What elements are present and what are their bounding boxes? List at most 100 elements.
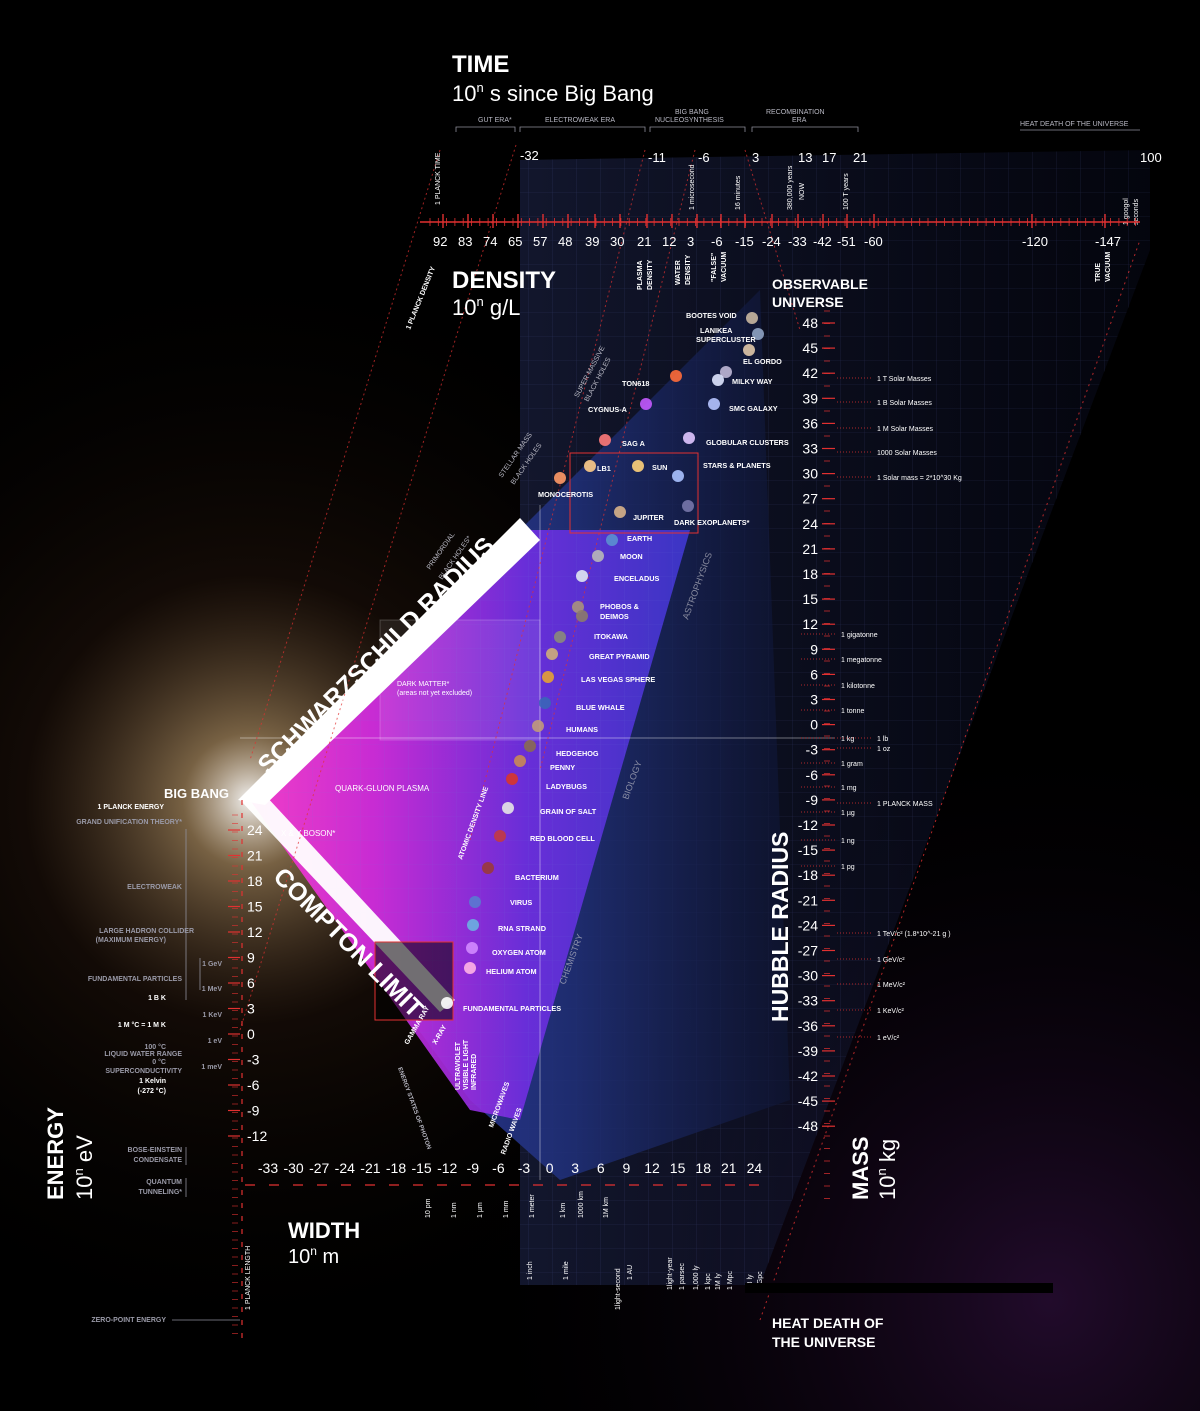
mass-scale-label: 1 B Solar Masses	[877, 400, 932, 407]
mass-tick-label: -24	[798, 917, 818, 933]
marker-now: NOW	[799, 183, 806, 201]
object-label: LANIKEA	[700, 326, 733, 335]
xy-boson-label: X & Y BOSON*	[281, 829, 335, 838]
density-tick-label: -24	[762, 234, 781, 249]
energy-scale-label: 1 MeV	[202, 986, 223, 993]
energy-scale-label: LIQUID WATER RANGE	[104, 1051, 182, 1058]
marker-water-density: DENSITY	[685, 254, 692, 285]
mass-tick-label: -6	[806, 767, 819, 783]
width-tick-label: -9	[467, 1160, 480, 1176]
energy-tick-label: -6	[247, 1077, 260, 1093]
object-marker	[532, 720, 544, 732]
object-marker	[743, 344, 755, 356]
width-tick-label: -27	[309, 1160, 329, 1176]
object-label: DEIMOS	[600, 612, 629, 621]
mass-tick-label: -18	[798, 867, 818, 883]
width-lower-marker: 1B ly	[747, 1274, 754, 1290]
mass-scale-label: 1 µg	[841, 810, 855, 817]
object-marker	[683, 432, 695, 444]
object-marker	[712, 374, 724, 386]
mass-tick-label: 33	[802, 441, 818, 457]
energy-scale-label: QUANTUM	[146, 1179, 182, 1186]
energy-scale-label: 1 PLANCK ENERGY	[97, 804, 164, 811]
mass-scale-label: 1 megatonne	[841, 657, 882, 664]
mass-tick-label: 24	[802, 516, 818, 532]
mass-scale-label: 1 mg	[841, 785, 857, 792]
width-title: WIDTH	[288, 1218, 360, 1243]
mass-scale-label: 1 gram	[841, 761, 863, 768]
mass-scale-label: 1 ng	[841, 838, 855, 845]
width-upper-marker: 1 km	[560, 1203, 567, 1218]
object-marker	[746, 312, 758, 324]
energy-tick-label: 21	[247, 848, 263, 864]
width-tick-label: 18	[695, 1160, 711, 1176]
energy-scale-label: 1 Kelvin	[139, 1078, 166, 1085]
time-tick: 13	[798, 150, 812, 165]
mass-scale-label: 1 KeV/c²	[877, 1008, 905, 1015]
energy-tick-label: -9	[247, 1103, 260, 1119]
object-label: SMC GALAXY	[729, 404, 778, 413]
density-diagonals	[239, 144, 801, 1031]
object-marker	[546, 648, 558, 660]
marker-true: TRUE	[1095, 263, 1102, 282]
width-tick-label: 24	[747, 1160, 763, 1176]
marker-false: "FALSE"	[711, 253, 718, 282]
object-marker	[524, 740, 536, 752]
mass-tick-label: -9	[806, 792, 819, 808]
heat-death-bottom-1: HEAT DEATH OF	[772, 1315, 884, 1331]
density-tick-label: 3	[687, 234, 694, 249]
density-tick-label: -33	[788, 234, 807, 249]
heat-death-top: HEAT DEATH OF THE UNIVERSE	[1020, 121, 1129, 128]
object-label: RNA STRAND	[498, 924, 546, 933]
mass-tick-label: -15	[798, 842, 818, 858]
object-marker	[599, 434, 611, 446]
object-marker	[441, 997, 453, 1009]
width-tick-label: 12	[644, 1160, 660, 1176]
width-upper-marker: 1M km	[603, 1197, 610, 1218]
energy-scale-label: 1 KeV	[203, 1012, 223, 1019]
time-title: TIME	[452, 51, 509, 78]
width-lower-marker: 1 mile	[563, 1261, 570, 1280]
object-marker	[592, 550, 604, 562]
object-marker	[720, 366, 732, 378]
density-subtitle: 10n g/L	[452, 294, 520, 320]
object-marker	[572, 601, 584, 613]
marker-16-minutes: 16 minutes	[735, 175, 742, 210]
energy-tick-label: 12	[247, 924, 263, 940]
density-diagonal	[539, 149, 696, 771]
object-label: DARK EXOPLANETS*	[674, 518, 750, 527]
density-tick-label: -120	[1022, 234, 1048, 249]
mass-tick-label: -36	[798, 1018, 818, 1034]
time-tick: 17	[822, 150, 836, 165]
hubble-radius-label: HUBBLE RADIUS	[767, 832, 793, 1022]
object-marker	[672, 470, 684, 482]
marker-seconds: seconds	[1133, 198, 1140, 225]
marker-plasma-density: DENSITY	[647, 259, 654, 290]
energy-scale-label: SUPERCONDUCTIVITY	[105, 1068, 182, 1075]
era-big-bang: BIG BANG	[675, 109, 709, 116]
mass-scale-label: 1 M Solar Masses	[877, 426, 934, 433]
mass-tick-label: -12	[798, 817, 818, 833]
mass-tick-label: 12	[802, 616, 818, 632]
object-marker	[467, 919, 479, 931]
object-label: HEDGEHOG	[556, 749, 599, 758]
width-subtitle: 10n m	[288, 1244, 339, 1268]
width-tick-label: 0	[546, 1160, 554, 1176]
object-label: LB1	[597, 464, 611, 473]
energy-tick-label: -12	[247, 1128, 267, 1144]
object-marker	[506, 773, 518, 785]
mass-scale-label: 1 MeV/c²	[877, 982, 906, 989]
object-label: LADYBUGS	[546, 782, 587, 791]
marker-plasma: PLASMA	[637, 260, 644, 290]
mass-title: MASS	[848, 1136, 873, 1200]
width-lower-marker: 1 Gpc	[757, 1271, 764, 1290]
object-label: PENNY	[550, 763, 575, 772]
width-lower-marker: 1light-year	[667, 1257, 674, 1290]
dark-matter-label: DARK MATTER*	[397, 681, 450, 688]
width-lower-marker: 1 Mpc	[727, 1270, 734, 1290]
dark-matter-sub: (areas not yet excluded)	[397, 690, 472, 697]
